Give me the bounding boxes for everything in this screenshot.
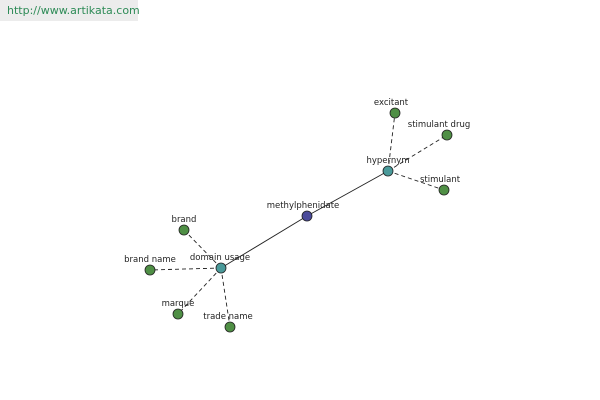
node-domain-usage[interactable] [215, 262, 227, 274]
node-marque[interactable] [172, 308, 184, 320]
edge-domain-brand-name [149, 267, 222, 271]
node-brand-name[interactable] [144, 264, 156, 276]
node-stimulant-drug[interactable] [441, 129, 453, 141]
site-watermark: http://www.artikata.com [0, 0, 140, 21]
label-stimulant: stimulant [420, 175, 461, 185]
node-methylphenidate[interactable] [301, 210, 313, 222]
label-brand-name: brand name [124, 255, 176, 265]
edge-domain-brand [183, 229, 222, 269]
edge-hypernym-stimulant-drug [387, 134, 448, 172]
edge-center-domain-usage [220, 215, 308, 269]
edge-domain-marque [177, 267, 222, 315]
node-hypernym[interactable] [382, 165, 394, 177]
label-trade-name: trade name [203, 312, 252, 322]
edge-center-hypernym [306, 170, 389, 217]
edge-domain-trade-name [220, 267, 231, 328]
edge-hypernym-stimulant [387, 170, 445, 191]
label-hypernym: hypernym [366, 156, 409, 166]
label-domain-usage: domain usage [190, 253, 250, 263]
node-excitant[interactable] [389, 107, 401, 119]
label-methylphenidate: methylphenidate [267, 201, 340, 211]
node-trade-name[interactable] [224, 321, 236, 333]
node-stimulant[interactable] [438, 184, 450, 196]
label-excitant: excitant [374, 98, 409, 108]
node-brand[interactable] [178, 224, 190, 236]
label-stimulant-drug: stimulant drug [408, 120, 470, 130]
label-brand: brand [172, 215, 197, 225]
edge-hypernym-excitant [387, 112, 396, 172]
label-marque: marque [162, 299, 195, 309]
